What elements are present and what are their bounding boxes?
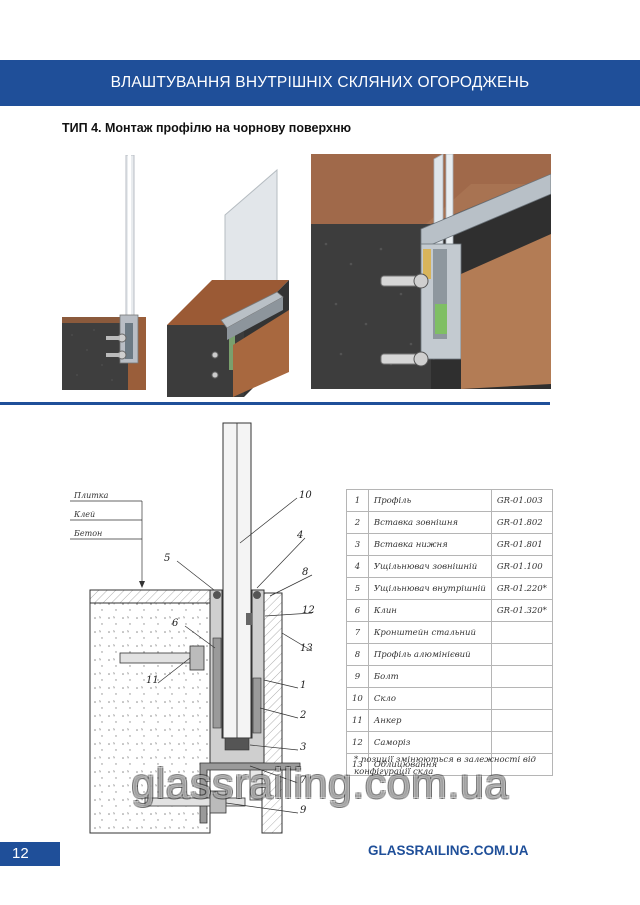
table-cell-code — [490, 687, 553, 710]
table-cell-num: 1 — [346, 489, 369, 512]
callout-label: 6 — [172, 618, 179, 629]
callout-label: 11 — [146, 675, 159, 686]
table-cell-code — [490, 753, 553, 776]
table-cell-code: GR-01.003 — [490, 489, 553, 512]
section-divider — [0, 402, 550, 405]
header-bar: ВЛАШТУВАННЯ ВНУТРІШНІХ СКЛЯНИХ ОГОРОДЖЕН… — [0, 60, 640, 106]
callout-label: 9 — [300, 805, 307, 816]
table-cell-num: 7 — [346, 621, 369, 644]
page-title: ВЛАШТУВАННЯ ВНУТРІШНІХ СКЛЯНИХ ОГОРОДЖЕН… — [110, 74, 530, 91]
table-cell-name: Скло — [367, 687, 492, 710]
page-number: 12 — [12, 845, 29, 862]
website-link[interactable]: GLASSRAILING.COM.UA — [368, 843, 529, 858]
table-cell-num: 6 — [346, 599, 369, 622]
table-cell-name: Вставка зовнішня — [367, 511, 492, 534]
table-cell-num: 10 — [346, 687, 369, 710]
render-3d-view — [167, 168, 289, 397]
table-cell-name: Саморіз — [367, 731, 492, 754]
table-cell-name: Вставка нижня — [367, 533, 492, 556]
table-cell-code: GR-01.320* — [490, 599, 553, 622]
table-cell-code: GR-01.801 — [490, 533, 553, 556]
callout-label: 7 — [300, 775, 307, 786]
callout-label: 12 — [302, 605, 315, 616]
footnote: * позиції змінюються в залежності від ко… — [354, 755, 536, 777]
table-cell-name: Кронштейн стальний — [367, 621, 492, 644]
table-cell-num: 3 — [346, 533, 369, 556]
callout-label: 10 — [299, 490, 312, 501]
table-cell-code — [490, 643, 553, 666]
drawing-callouts: 10 5 4 8 6 12 13 11 1 2 3 7 9 — [146, 490, 315, 816]
layer-labels: Плитка Клей Бетон — [70, 491, 145, 588]
table-cell-code — [490, 709, 553, 732]
table-cell-name: Ущільнювач зовнішній — [367, 555, 492, 578]
layer-label: Бетон — [73, 529, 102, 538]
layer-label: Клей — [73, 510, 95, 519]
watermark: glassrailing.com.ua — [131, 760, 509, 808]
table-cell-code: GR-01.220* — [490, 577, 553, 600]
technical-drawing: Плитка Клей Бетон 10 5 — [70, 422, 315, 834]
table-cell-name: Профіль алюмінієвий — [367, 643, 492, 666]
table-cell-code — [490, 665, 553, 688]
table-cell-name: Клин — [367, 599, 492, 622]
render-side-view — [62, 155, 146, 390]
callout-label: 13 — [300, 643, 313, 654]
table-cell-num: 2 — [346, 511, 369, 534]
callout-label: 4 — [296, 530, 303, 541]
render-closeup-view — [311, 154, 551, 389]
table-cell-num: 9 — [346, 665, 369, 688]
table-cell-name: Анкер — [367, 709, 492, 732]
table-cell-code — [490, 621, 553, 644]
callout-label: 2 — [299, 710, 306, 721]
callout-label: 1 — [300, 680, 306, 691]
table-cell-name: Облицювання — [367, 753, 492, 776]
table-cell-num: 12 — [346, 731, 369, 754]
table-cell-code — [490, 731, 553, 754]
table-cell-name: Профіль — [367, 489, 492, 512]
table-cell-num: 11 — [346, 709, 369, 732]
callout-label: 8 — [302, 567, 308, 578]
table-cell-code: GR-01.100 — [490, 555, 553, 578]
page-number-box: 12 — [0, 842, 60, 866]
table-cell-name: Болт — [367, 665, 492, 688]
callout-label: 3 — [300, 742, 306, 753]
table-cell-code: GR-01.802 — [490, 511, 553, 534]
callout-label: 5 — [164, 553, 170, 564]
layer-label: Плитка — [73, 491, 109, 500]
section-subtitle: ТИП 4. Монтаж профілю на чорнову поверхн… — [62, 121, 352, 135]
table-cell-name: Ущільнювач внутрішній — [367, 577, 492, 600]
table-cell-num: 5 — [346, 577, 369, 600]
table-cell-num: 4 — [346, 555, 369, 578]
table-cell-num: 8 — [346, 643, 369, 666]
